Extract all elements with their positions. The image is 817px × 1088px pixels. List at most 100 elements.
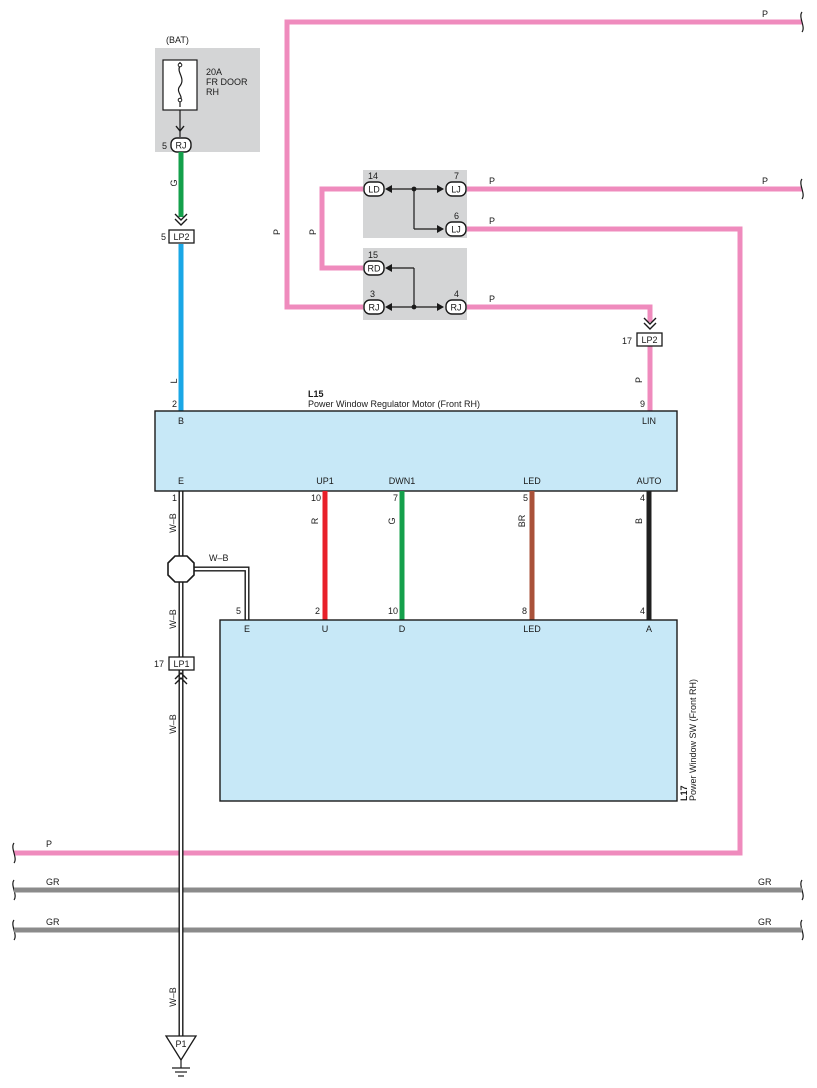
- wire-p-4-to-lp2: [467, 304, 653, 322]
- connector-rj-4: [445, 299, 467, 315]
- connector-lj-6: [445, 221, 467, 237]
- label-wb-splice: W–B: [209, 553, 229, 563]
- wire-labels: G L P P P P P P P P W–B W–B W–B W–B W–B …: [46, 9, 772, 1007]
- label-p-top-vertical: P: [272, 229, 282, 235]
- label-wb-4: W–B: [168, 987, 178, 1007]
- ground-triangle: [164, 1035, 198, 1062]
- fuse-terminal-top: [177, 62, 183, 68]
- label-p-4: P: [489, 294, 495, 304]
- pin-3: 3: [370, 289, 375, 299]
- l17-name: Power Window SW (Front RH): [688, 679, 698, 801]
- l15-name: Power Window Regulator Motor (Front RH): [308, 399, 480, 409]
- break-mark-top-right: [800, 11, 804, 33]
- pin-7: 7: [454, 171, 459, 181]
- arrow-to-lj7: [437, 185, 444, 193]
- l15-pin-e-number: 1: [172, 493, 177, 503]
- connector-rd-label: RD: [368, 264, 381, 274]
- label-wb-2: W–B: [168, 609, 178, 629]
- component-l15: L15 Power Window Regulator Motor (Front …: [154, 389, 678, 503]
- connector-lj-6-label: LJ: [451, 225, 461, 235]
- arrow-to-rj4: [437, 303, 444, 311]
- connector-ld: [363, 181, 385, 197]
- lp1-chevron-2: [174, 677, 188, 685]
- arrow-to-rd: [385, 264, 392, 272]
- l15-term-auto: AUTO: [637, 476, 662, 486]
- lp2-top-chevron-2: [174, 218, 188, 226]
- connector-lp2-top-label: LP2: [173, 232, 189, 242]
- l15-body: [154, 410, 678, 492]
- l15-term-b: B: [178, 416, 184, 426]
- splice-junction: [167, 555, 195, 583]
- connector-rj-3-label: RJ: [369, 303, 380, 313]
- fuse-connector-label: RJ: [176, 141, 187, 151]
- l17-id: L17: [679, 785, 689, 801]
- arrow-to-rj3: [385, 303, 392, 311]
- label-gr2-left: GR: [46, 917, 60, 927]
- label-r: R: [310, 517, 320, 524]
- l17-term-a: A: [646, 624, 652, 634]
- lp1-chevron-1: [174, 672, 188, 680]
- break-mark-p7-right: [800, 178, 804, 200]
- upper-junction-dot: [411, 186, 417, 192]
- switch-internals-upper: 14 LD 7 LJ 6 LJ: [363, 171, 467, 237]
- l15-term-dwn1: DWN1: [389, 476, 416, 486]
- label-gr1-right: GR: [758, 877, 772, 887]
- lp2-right-chevron-2: [643, 322, 657, 330]
- wire-p-6: [14, 226, 743, 856]
- label-g-dwn: G: [387, 517, 397, 524]
- l17-pin-led-number: 8: [522, 606, 527, 616]
- l15-pin-b-number: 2: [172, 399, 177, 409]
- l17-term-led: LED: [523, 624, 541, 634]
- arrow-to-lj6: [437, 225, 444, 233]
- label-l: L: [169, 378, 179, 383]
- connector-lp1: [168, 656, 195, 671]
- connector-lj-7: [445, 181, 467, 197]
- l17-pin-d-number: 10: [388, 606, 398, 616]
- label-p-mid-vertical: P: [308, 229, 318, 235]
- pin-14: 14: [368, 171, 378, 181]
- label-b: B: [634, 518, 644, 524]
- label-wb-1: W–B: [168, 513, 178, 533]
- pink-wires: [14, 19, 802, 856]
- wire-w-b-splice-inner: [185, 567, 249, 620]
- lower-junction-dot: [411, 304, 417, 310]
- lp2-top-chevron-1: [174, 213, 188, 221]
- l15-pin-led-number: 5: [523, 493, 528, 503]
- l15-pin-lin-number: 9: [640, 399, 645, 409]
- connector-lj-7-label: LJ: [451, 185, 461, 195]
- fuse-pin-number: 5: [162, 141, 167, 151]
- connector-lp2-top: [168, 229, 195, 244]
- connector-ld-label: LD: [368, 185, 380, 195]
- connector-lp2-right: [636, 332, 663, 347]
- label-gr2-right: GR: [758, 917, 772, 927]
- fuse-name-line1: FR DOOR: [206, 77, 248, 87]
- lp2-right-chevron-1: [643, 317, 657, 325]
- fuse-bat-label: (BAT): [166, 35, 189, 45]
- l17-pin-e-number: 5: [236, 606, 241, 616]
- label-g-fuse: G: [169, 179, 179, 186]
- break-mark-p-bottom-left: [12, 842, 16, 864]
- l17-pin-a-number: 4: [640, 606, 645, 616]
- pin-4: 4: [454, 289, 459, 299]
- l17-term-u: U: [322, 624, 329, 634]
- fuse-element: [177, 62, 183, 107]
- label-gr1-left: GR: [46, 877, 60, 887]
- l15-term-lin: LIN: [642, 416, 656, 426]
- lp2-right-pin: 17: [622, 336, 632, 346]
- ground-p1: P1: [164, 1035, 198, 1077]
- ground-p1-label: P1: [175, 1039, 186, 1049]
- l15-term-up1: UP1: [316, 476, 334, 486]
- label-wb-3: W–B: [168, 714, 178, 734]
- label-br: BR: [517, 514, 527, 527]
- l17-term-d: D: [399, 624, 406, 634]
- l17-body: [219, 619, 678, 802]
- l15-term-e: E: [178, 476, 184, 486]
- pin-15: 15: [368, 250, 378, 260]
- label-p-7-right: P: [762, 176, 768, 186]
- connector-rj-3: [363, 299, 385, 315]
- lp2-top-pin: 5: [161, 232, 166, 242]
- label-p-bottom: P: [46, 839, 52, 849]
- l17-pin-u-number: 2: [315, 606, 320, 616]
- l15-term-led: LED: [523, 476, 541, 486]
